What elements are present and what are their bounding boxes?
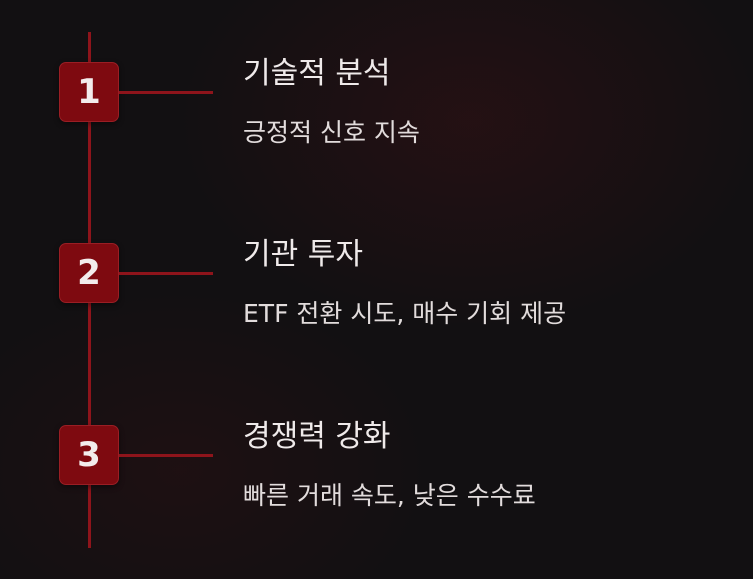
- step-description: 빠른 거래 속도, 낮은 수수료: [243, 481, 536, 510]
- step-title: 기술적 분석: [243, 56, 391, 91]
- step-number-badge: 2: [59, 243, 119, 303]
- step-connector-line: [119, 272, 213, 275]
- step-connector-line: [119, 91, 213, 94]
- timeline-step-2: 2 기관 투자 ETF 전환 시도, 매수 기회 제공: [0, 237, 753, 328]
- step-title: 기관 투자: [243, 237, 363, 272]
- timeline-step-1: 1 기술적 분석 긍정적 신호 지속: [0, 56, 753, 147]
- step-number-badge: 3: [59, 425, 119, 485]
- step-description: ETF 전환 시도, 매수 기회 제공: [243, 299, 567, 328]
- step-description: 긍정적 신호 지속: [243, 118, 420, 147]
- step-connector-line: [119, 454, 213, 457]
- timeline-step-3: 3 경쟁력 강화 빠른 거래 속도, 낮은 수수료: [0, 419, 753, 510]
- step-title: 경쟁력 강화: [243, 419, 391, 454]
- step-number-badge: 1: [59, 62, 119, 122]
